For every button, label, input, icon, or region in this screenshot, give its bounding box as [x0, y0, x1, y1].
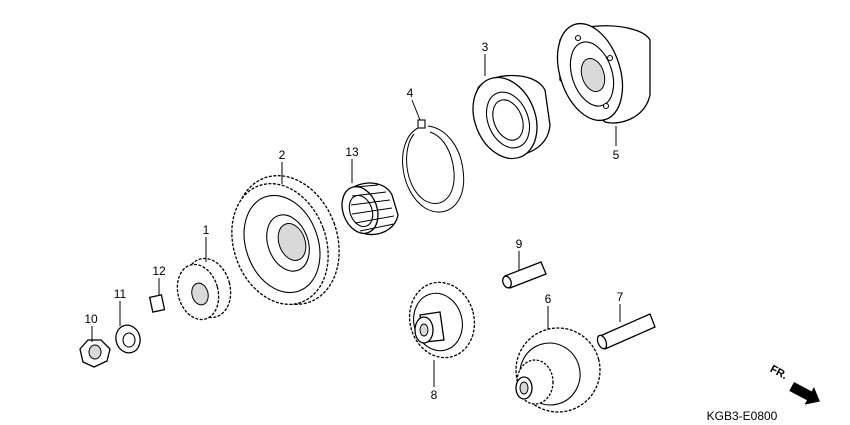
part-10-nut — [79, 339, 111, 368]
part-4-snap-ring — [402, 119, 465, 213]
part-7-shaft — [596, 313, 656, 350]
part-6-gear-cluster — [515, 327, 601, 413]
callout-6: 6 — [545, 292, 552, 306]
callout-9: 9 — [516, 237, 523, 251]
callout-5: 5 — [613, 148, 620, 162]
fr-label: FR. — [768, 363, 789, 382]
part-2-driven-gear — [231, 175, 340, 305]
part-3-one-way-clutch — [472, 74, 551, 160]
arrow-right-icon — [789, 382, 820, 405]
part-5-clutch-outer — [556, 22, 651, 124]
front-direction-indicator: FR. — [768, 363, 820, 405]
diagram-code: KGB3-E0800 — [707, 409, 778, 423]
callout-13: 13 — [345, 145, 359, 159]
callout-10: 10 — [84, 312, 98, 326]
callout-11: 11 — [114, 287, 127, 301]
leader-lines — [91, 54, 621, 387]
callout-3: 3 — [482, 40, 489, 54]
part-9-shaft — [502, 261, 547, 289]
part-8-idle-gear — [408, 281, 476, 359]
part-12-key — [148, 294, 166, 313]
callout-4: 4 — [407, 86, 414, 100]
part-1-small-gear — [176, 257, 232, 321]
callout-7: 7 — [617, 290, 624, 304]
callout-2: 2 — [279, 148, 286, 162]
callouts: 1 2 3 4 5 6 7 8 9 10 11 12 13 — [84, 40, 623, 402]
part-13-needle-bearing — [341, 182, 399, 236]
callout-8: 8 — [431, 388, 438, 402]
callout-12: 12 — [152, 264, 166, 278]
part-11-washer — [115, 324, 141, 354]
callout-1: 1 — [203, 223, 210, 237]
